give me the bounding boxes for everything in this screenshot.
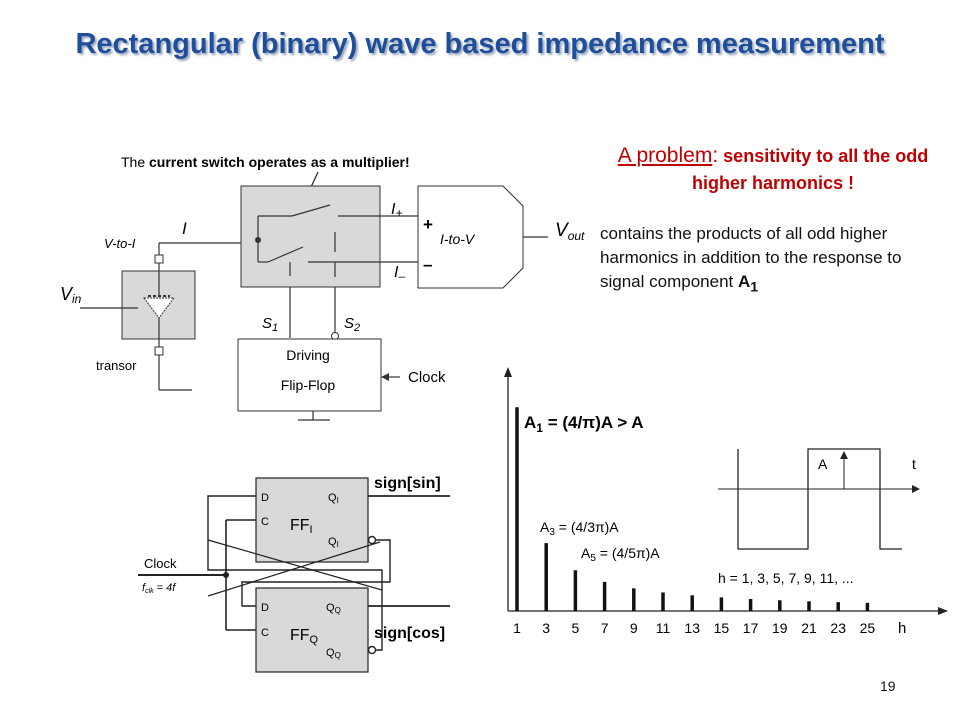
ff-clock-label: Clock [144, 556, 177, 571]
tick-label-1: 1 [513, 620, 521, 636]
label-clock: Clock [408, 369, 446, 386]
tick-label-9: 9 [630, 620, 638, 636]
contains-body: contains the products of all odd higher … [600, 224, 902, 291]
driving-line2: Flip-Flop [281, 377, 336, 393]
tick-label-5: 5 [572, 620, 580, 636]
tick-label-13: 13 [684, 620, 700, 636]
label-plus: + [423, 215, 433, 234]
square-wave [737, 448, 902, 550]
s2-inverter-bubble [331, 332, 339, 340]
driving-flipflop-box [237, 338, 382, 412]
wave-time-arrow [912, 485, 920, 493]
switch-blade-bottom [267, 246, 304, 263]
ff-i-box [255, 477, 369, 563]
label-iplus: I+ [391, 201, 402, 220]
tick-label-3: 3 [542, 620, 550, 636]
transistor-symbol [143, 297, 175, 319]
ff-i-c: C [261, 516, 269, 528]
label-s2: S2 [344, 315, 360, 334]
ff-q-qbar-to-ff-i-d [207, 495, 383, 651]
multiplier-note: The current switch operates as a multipl… [121, 154, 410, 170]
switch-box [240, 185, 381, 288]
tick-label-17: 17 [743, 620, 759, 636]
label-current: I [182, 219, 187, 238]
tick-label-11: 11 [656, 620, 671, 636]
contains-subscript: 1 [750, 279, 759, 296]
clock-node [223, 572, 229, 578]
ff-i-d: D [261, 492, 269, 504]
ff-i-qbar-to-ff-q-d [241, 539, 391, 607]
tick-label-25: 25 [860, 620, 876, 636]
label-transor: transor [96, 358, 137, 373]
ff-q-c: C [261, 627, 269, 639]
switch-node [255, 237, 261, 243]
tick-label-23: 23 [830, 620, 846, 636]
label-iminus: I– [394, 264, 405, 283]
quadrature-flipflop-diagram: D C FFI QI QI D C FFQ QQ QQ sign[sin] si… [138, 475, 450, 673]
itov-converter [417, 185, 524, 289]
tick-label-21: 21 [801, 620, 817, 636]
vtoi-bottom-terminal [154, 346, 164, 356]
fclk-label: fclk = 4f [142, 582, 176, 595]
wave-amplitude-label: A [818, 456, 828, 472]
a5-annotation: A5 = (4/5π)A [581, 545, 660, 564]
cross-wire-b [207, 541, 381, 597]
driving-line1: Driving [286, 347, 330, 363]
label-s1: S1 [262, 315, 278, 334]
output-cos-label: sign[cos] [374, 625, 445, 642]
problem-statement: A problem: sensitivity to all the odd hi… [598, 142, 948, 197]
ff-q-d: D [261, 602, 269, 614]
switch-circuit-diagram: The current switch operates as a multipl… [60, 154, 585, 421]
ff-i-qbar: QI [328, 536, 339, 549]
x-axis-arrow [938, 607, 948, 615]
vtoi-top-terminal [154, 254, 164, 264]
ff-q-qbar: QQ [326, 647, 341, 660]
problem-rest: sensitivity to all the odd higher harmon… [691, 146, 929, 193]
ff-q-box [255, 587, 369, 673]
label-vout: Vout [555, 220, 585, 243]
problem-colon: : [712, 144, 719, 167]
label-itov: I-to-V [440, 231, 476, 247]
ff-i-qbar-bubble [367, 535, 377, 545]
ff-i-q: QI [328, 492, 339, 505]
ff-q-name: FFQ [290, 627, 319, 646]
problem-lead: A problem [617, 144, 713, 167]
a3-annotation: A3 = (4/3π)A [540, 519, 619, 538]
tick-label-15: 15 [714, 620, 730, 636]
cross-wire-a [207, 539, 383, 591]
amplitude-arrow [840, 451, 848, 459]
x-axis-label: h [898, 620, 906, 637]
h-series-label: h = 1, 3, 5, 7, 9, 11, ... [718, 570, 854, 586]
output-sin-label: sign[sin] [374, 475, 441, 492]
ff-q-q: QQ [326, 602, 341, 615]
page-number: 19 [880, 678, 896, 694]
page-title: Rectangular (binary) wave based impedanc… [75, 28, 885, 60]
label-vin: Vin [60, 284, 82, 306]
label-vtoi: V-to-I [104, 236, 136, 251]
contains-text: contains the products of all odd higher … [600, 222, 950, 299]
tick-label-7: 7 [601, 620, 609, 636]
switch-blade-top [291, 204, 331, 217]
tick-label-19: 19 [772, 620, 788, 636]
a1-annotation: A1 = (4/π)A > A [524, 413, 644, 435]
ff-i-name: FFI [290, 517, 313, 536]
contains-symbol: A [737, 272, 751, 291]
clock-arrow [381, 373, 389, 381]
y-axis-arrow [504, 367, 512, 377]
label-minus: – [423, 255, 432, 274]
ff-q-qbar-bubble [367, 645, 377, 655]
wave-time-label: t [912, 456, 916, 472]
